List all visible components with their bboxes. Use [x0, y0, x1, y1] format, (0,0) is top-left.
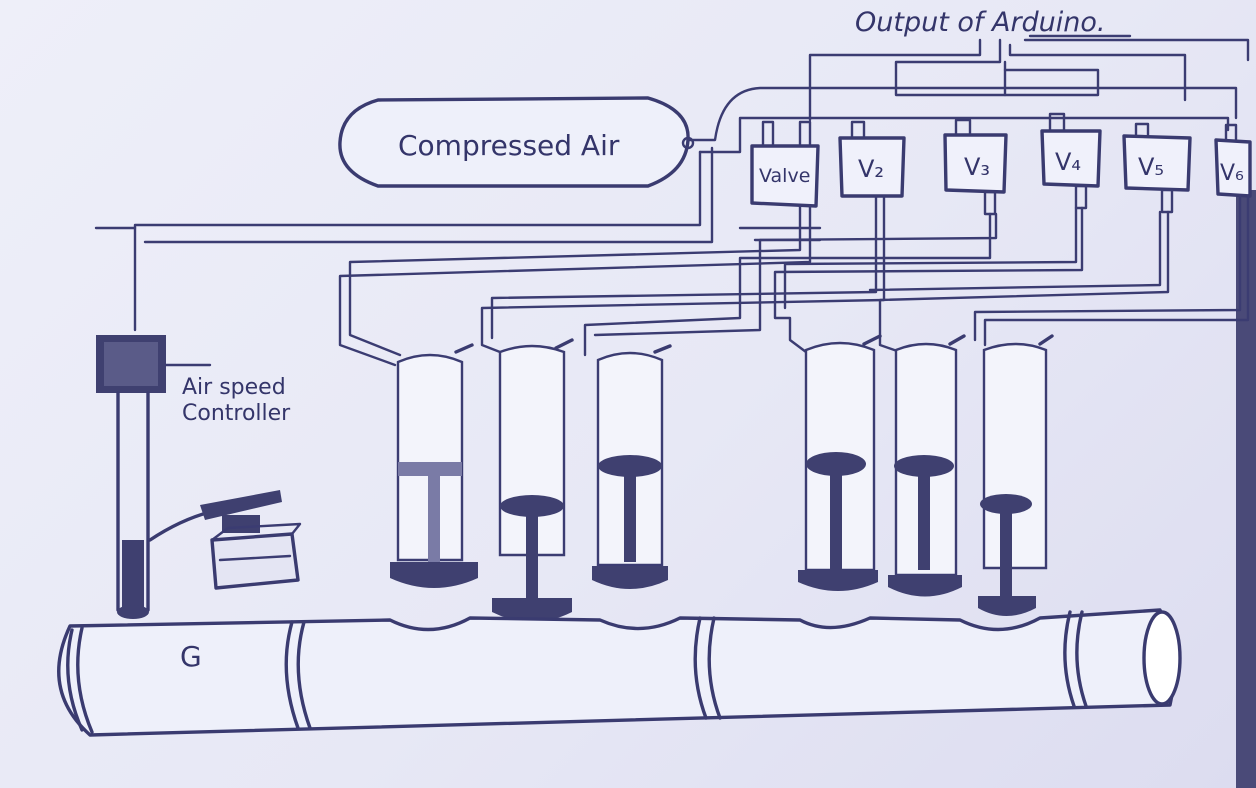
- cylinder-1: [390, 345, 478, 588]
- cylinder-6: [978, 336, 1052, 616]
- valve-to-cylinder-pipes: [340, 196, 1248, 365]
- cylinder-5: [888, 336, 964, 597]
- valve-6-label: V₆: [1220, 161, 1244, 186]
- controller-label-line2: Controller: [182, 401, 291, 426]
- pipe-mark-g: G: [180, 640, 202, 673]
- arduino-output-bus: [810, 40, 1248, 120]
- main-pipe: [59, 610, 1180, 735]
- valve-1: [752, 122, 818, 206]
- controller-label-line1: Air speed: [182, 375, 286, 400]
- valve-5-label: V₅: [1138, 153, 1164, 181]
- cylinder-3: [592, 346, 670, 589]
- valve-3-label: V₃: [964, 153, 990, 181]
- arduino-output-label: Output of Arduino.: [855, 7, 1106, 38]
- valve-4-label: V₄: [1055, 148, 1081, 176]
- cylinder-4: [798, 336, 880, 591]
- controller-feed-pipe: [117, 393, 149, 619]
- pedal-assembly: [150, 490, 300, 588]
- valve-2-label: V₂: [858, 155, 884, 183]
- cylinder-2: [492, 340, 572, 622]
- valve-1-label: Valve: [759, 165, 810, 187]
- tank-label: Compressed Air: [398, 129, 620, 162]
